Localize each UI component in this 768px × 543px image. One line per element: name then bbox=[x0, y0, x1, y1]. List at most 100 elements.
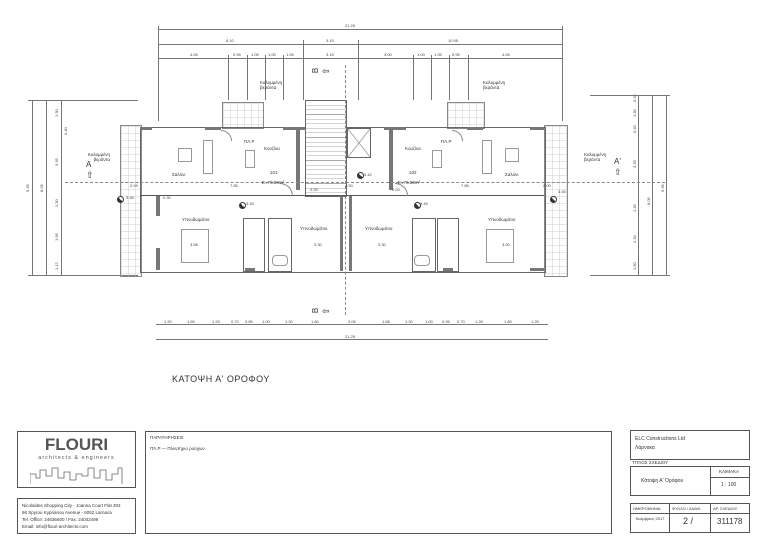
date-label: ΗΜΕΡΟΜΗΝΙΑ bbox=[633, 506, 661, 511]
company-logo-box: FLOURI architects & engineers bbox=[17, 431, 136, 488]
drawing-no-label: ΑΡ. ΣΧΕΔΙΟΥ bbox=[713, 506, 738, 511]
dimension-value: 1.28 bbox=[475, 319, 483, 324]
remarks-line: ΠΛ.Ρ — Πλυντήριο ρούχων bbox=[150, 446, 205, 451]
dimension-value: 1.05 bbox=[251, 52, 259, 57]
bathtub-icon bbox=[272, 255, 288, 266]
room-label-bedroom-102b: Υπνοδωμάτιο bbox=[488, 217, 516, 222]
divider bbox=[669, 504, 670, 532]
dining-table-icon bbox=[245, 150, 255, 168]
dimension-value: 0.70 bbox=[231, 319, 239, 324]
drawing-title-value: Κάτοψη Α' Ορόφου bbox=[641, 478, 684, 484]
extension-line bbox=[468, 55, 469, 100]
section-line-a bbox=[65, 182, 665, 183]
divider bbox=[710, 477, 749, 478]
address-line-2: 86 Spyrou Kyprianou Avenue - 6052 Larnac… bbox=[22, 510, 112, 515]
phone-fax: Tel. Office: 24636600 / Fax: 24042499 bbox=[22, 517, 99, 522]
corridor-wall bbox=[140, 195, 544, 196]
dimension-value: 3.35 bbox=[54, 158, 59, 166]
client-location: Λάρνακα bbox=[635, 445, 655, 451]
section-mark-a-left: A bbox=[86, 160, 92, 169]
sofa-icon bbox=[203, 140, 213, 174]
bed-icon bbox=[486, 229, 514, 263]
dimension-line-left-inner bbox=[61, 100, 62, 275]
dimension-value: 1.00 bbox=[417, 52, 425, 57]
dimension-value: 0.95 bbox=[233, 52, 241, 57]
wall-segment bbox=[283, 127, 305, 130]
dimension-value: 2.05 bbox=[348, 319, 356, 324]
dimension-line-row3 bbox=[158, 58, 562, 59]
dimension-value: 4.05 bbox=[190, 52, 198, 57]
dimension-value: 10.95 bbox=[448, 38, 459, 43]
extension-line bbox=[358, 40, 359, 100]
dimension-line-overall bbox=[156, 339, 548, 340]
room-label-pr-102: ΠΛ.Ρ bbox=[441, 139, 452, 144]
dimension-value: 3.15 bbox=[326, 38, 334, 43]
dimension-value: 1.80 bbox=[311, 319, 319, 324]
client-box: ELC Constructions Ltd Λάρνακα bbox=[630, 430, 750, 460]
dimension-value: 1.30 bbox=[405, 319, 413, 324]
extension-line bbox=[158, 26, 159, 121]
dimension-overall-top: 21.25 bbox=[345, 23, 356, 28]
extension-line bbox=[562, 26, 563, 121]
dimension-value: 2.30 bbox=[632, 235, 637, 243]
dimension-value: 1.25 bbox=[531, 319, 539, 324]
remarks-heading: ΠΑΡΑΤΗΡΗΣΕΙΣ bbox=[150, 435, 184, 440]
room-label-kitchen-102: Κουζίνα bbox=[405, 146, 421, 151]
dimension-value: 4.50 bbox=[345, 183, 353, 188]
dimension-value: 1.30 bbox=[54, 109, 59, 117]
dimension-value: 0.40 bbox=[632, 125, 637, 133]
extension-line bbox=[265, 55, 266, 100]
dimension-value: 0.85 bbox=[245, 319, 253, 324]
wall-segment bbox=[156, 248, 160, 270]
dimension-value: 1.50 bbox=[632, 262, 637, 270]
bathroom-101b bbox=[268, 218, 292, 272]
dimension-value: 2.00 bbox=[543, 183, 551, 188]
dimension-value: 1.30 bbox=[632, 109, 637, 117]
drawing-no-value: 311178 bbox=[717, 517, 743, 526]
extension-line bbox=[303, 40, 304, 100]
dimension-value: 1.05 bbox=[286, 52, 294, 57]
extension-line bbox=[590, 95, 670, 96]
dimension-value: 1.00 bbox=[262, 319, 270, 324]
dimension-value: 0.95 bbox=[452, 52, 460, 57]
extension-line bbox=[283, 55, 284, 100]
city-skyline-icon bbox=[30, 467, 123, 484]
drawing-title: ΚΑΤΟΨΗ Α' ΟΡΟΦΟΥ bbox=[172, 374, 270, 384]
dimension-line-overall bbox=[158, 29, 562, 30]
bathtub-icon bbox=[414, 255, 430, 266]
dimension-value: 8.05 bbox=[646, 197, 651, 205]
divider bbox=[631, 513, 749, 514]
level-marker-icon bbox=[550, 196, 557, 203]
section-arrow-icon: ⇦ bbox=[322, 66, 330, 76]
room-label-pr-101: ΠΛ.Ρ bbox=[244, 139, 255, 144]
dimension-value: 7.85 bbox=[230, 183, 238, 188]
dimension-value: 2.09 bbox=[130, 183, 138, 188]
dimension-value: 3.00 bbox=[384, 52, 392, 57]
dimension-value: 1.80 bbox=[504, 319, 512, 324]
section-arrow-icon: ⇦ bbox=[322, 306, 330, 316]
scale-label: ΚΛΙΜΑΚΑ bbox=[719, 469, 740, 474]
dimension-value: 3.50 bbox=[502, 242, 510, 247]
dimension-value: 3.58 bbox=[190, 242, 198, 247]
section-arrow-icon: ⇧ bbox=[614, 167, 622, 177]
dimension-value: 0.30 bbox=[163, 195, 171, 200]
wall-segment bbox=[140, 127, 152, 130]
extension-line bbox=[28, 275, 138, 276]
drawing-title-label: ΤΙΤΛΟΣ ΣΧΕΔΙΟΥ bbox=[632, 460, 669, 465]
dimension-value: 1.25 bbox=[212, 319, 220, 324]
dimension-value: 1.45 bbox=[632, 204, 637, 212]
coffee-table-icon bbox=[178, 148, 192, 162]
company-name: FLOURI bbox=[44, 435, 109, 454]
dimension-value: 1.00 bbox=[425, 319, 433, 324]
section-arrow-icon: ⇧ bbox=[86, 170, 94, 180]
apartment-area-101: E=76.50m² bbox=[262, 180, 285, 185]
sofa-icon bbox=[482, 140, 492, 174]
veranda-label-top-left: Καλυμμένη βεράντα bbox=[260, 80, 283, 90]
section-mark-b-top: B bbox=[311, 67, 321, 74]
address-line-1: Nicolaides Shopping City - Joanna Court … bbox=[22, 503, 121, 508]
balcony-top-left bbox=[222, 102, 264, 129]
room-label-bedroom-101a: Υπνοδωμάτιο bbox=[182, 217, 210, 222]
dimension-value: 1.05 bbox=[434, 52, 442, 57]
wall-segment bbox=[443, 268, 453, 271]
section-mark-a-right: A' bbox=[614, 157, 621, 166]
